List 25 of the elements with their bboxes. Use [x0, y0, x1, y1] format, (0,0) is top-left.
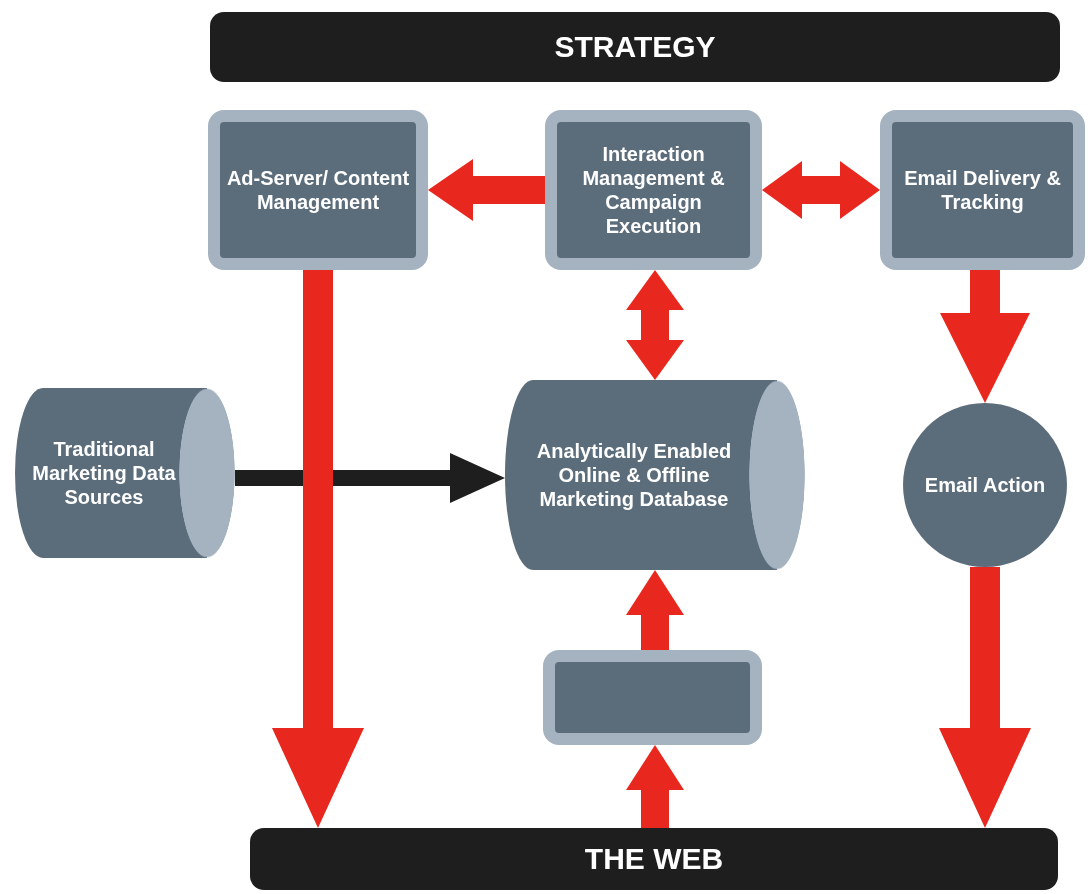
database-cylinder	[15, 388, 235, 558]
arrow	[762, 161, 880, 219]
arrow	[940, 270, 1030, 403]
node-label: Ad-Server/ Content Management	[225, 166, 411, 214]
arrow	[428, 159, 545, 221]
node-label: Email Delivery & Tracking	[903, 166, 1062, 214]
node-label: Traditional Marketing Data Sources	[31, 437, 177, 509]
process-box	[880, 110, 1085, 270]
title-bar	[210, 12, 1060, 82]
heading: THE WEB	[584, 841, 724, 877]
heading: STRATEGY	[554, 29, 716, 65]
node-label: Interaction Management & Campaign Execution	[581, 142, 726, 238]
arrow	[626, 570, 684, 650]
arrow	[626, 270, 684, 380]
process-box	[543, 650, 762, 745]
arrow	[626, 745, 684, 828]
arrow	[939, 567, 1031, 828]
node-label: Email Action	[924, 473, 1046, 497]
node-label: Analytically Enabled Online & Offline Marketing Database	[535, 439, 733, 511]
process-box	[208, 110, 428, 270]
title-bar	[250, 828, 1058, 890]
process-box	[545, 110, 762, 270]
database-cylinder	[505, 380, 805, 570]
arrow	[272, 270, 364, 828]
arrow	[235, 453, 505, 503]
